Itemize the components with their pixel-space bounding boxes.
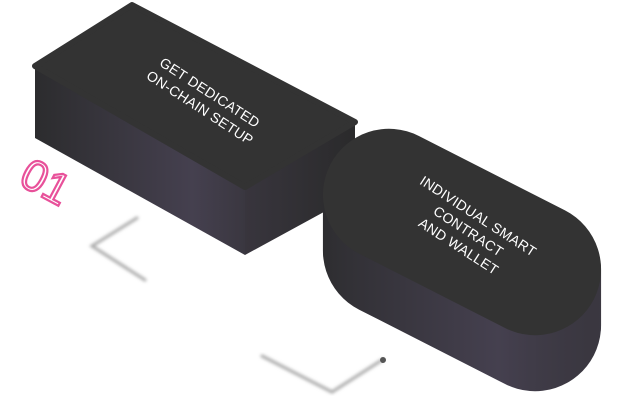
block1-left-face [35, 66, 245, 255]
step-number: 01 [12, 149, 78, 215]
connector-dot [380, 357, 386, 363]
block1-top-face [32, 2, 358, 190]
connector-upper [89, 216, 147, 282]
block1-right-face [245, 122, 355, 255]
connector-lower [260, 354, 384, 394]
block-smart-contract: INDIVIDUAL SMART CONTRACT AND WALLET [322, 128, 602, 392]
block-on-chain-setup: GET DEDICATED ON-CHAIN SETUP [32, 2, 358, 255]
block2-top-face [322, 128, 602, 336]
